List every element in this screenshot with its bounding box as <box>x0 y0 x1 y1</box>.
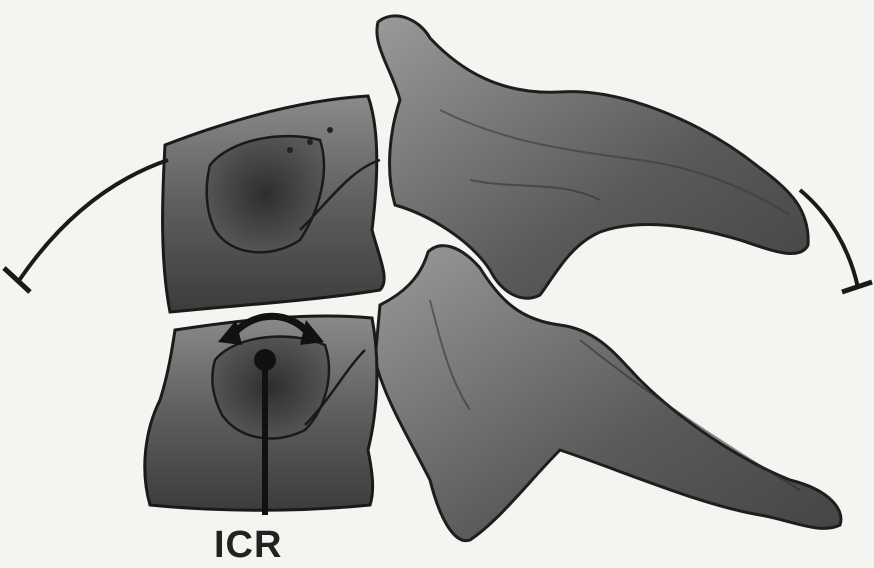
icr-label: ICR <box>214 524 282 567</box>
upper-vertebra <box>163 16 809 312</box>
